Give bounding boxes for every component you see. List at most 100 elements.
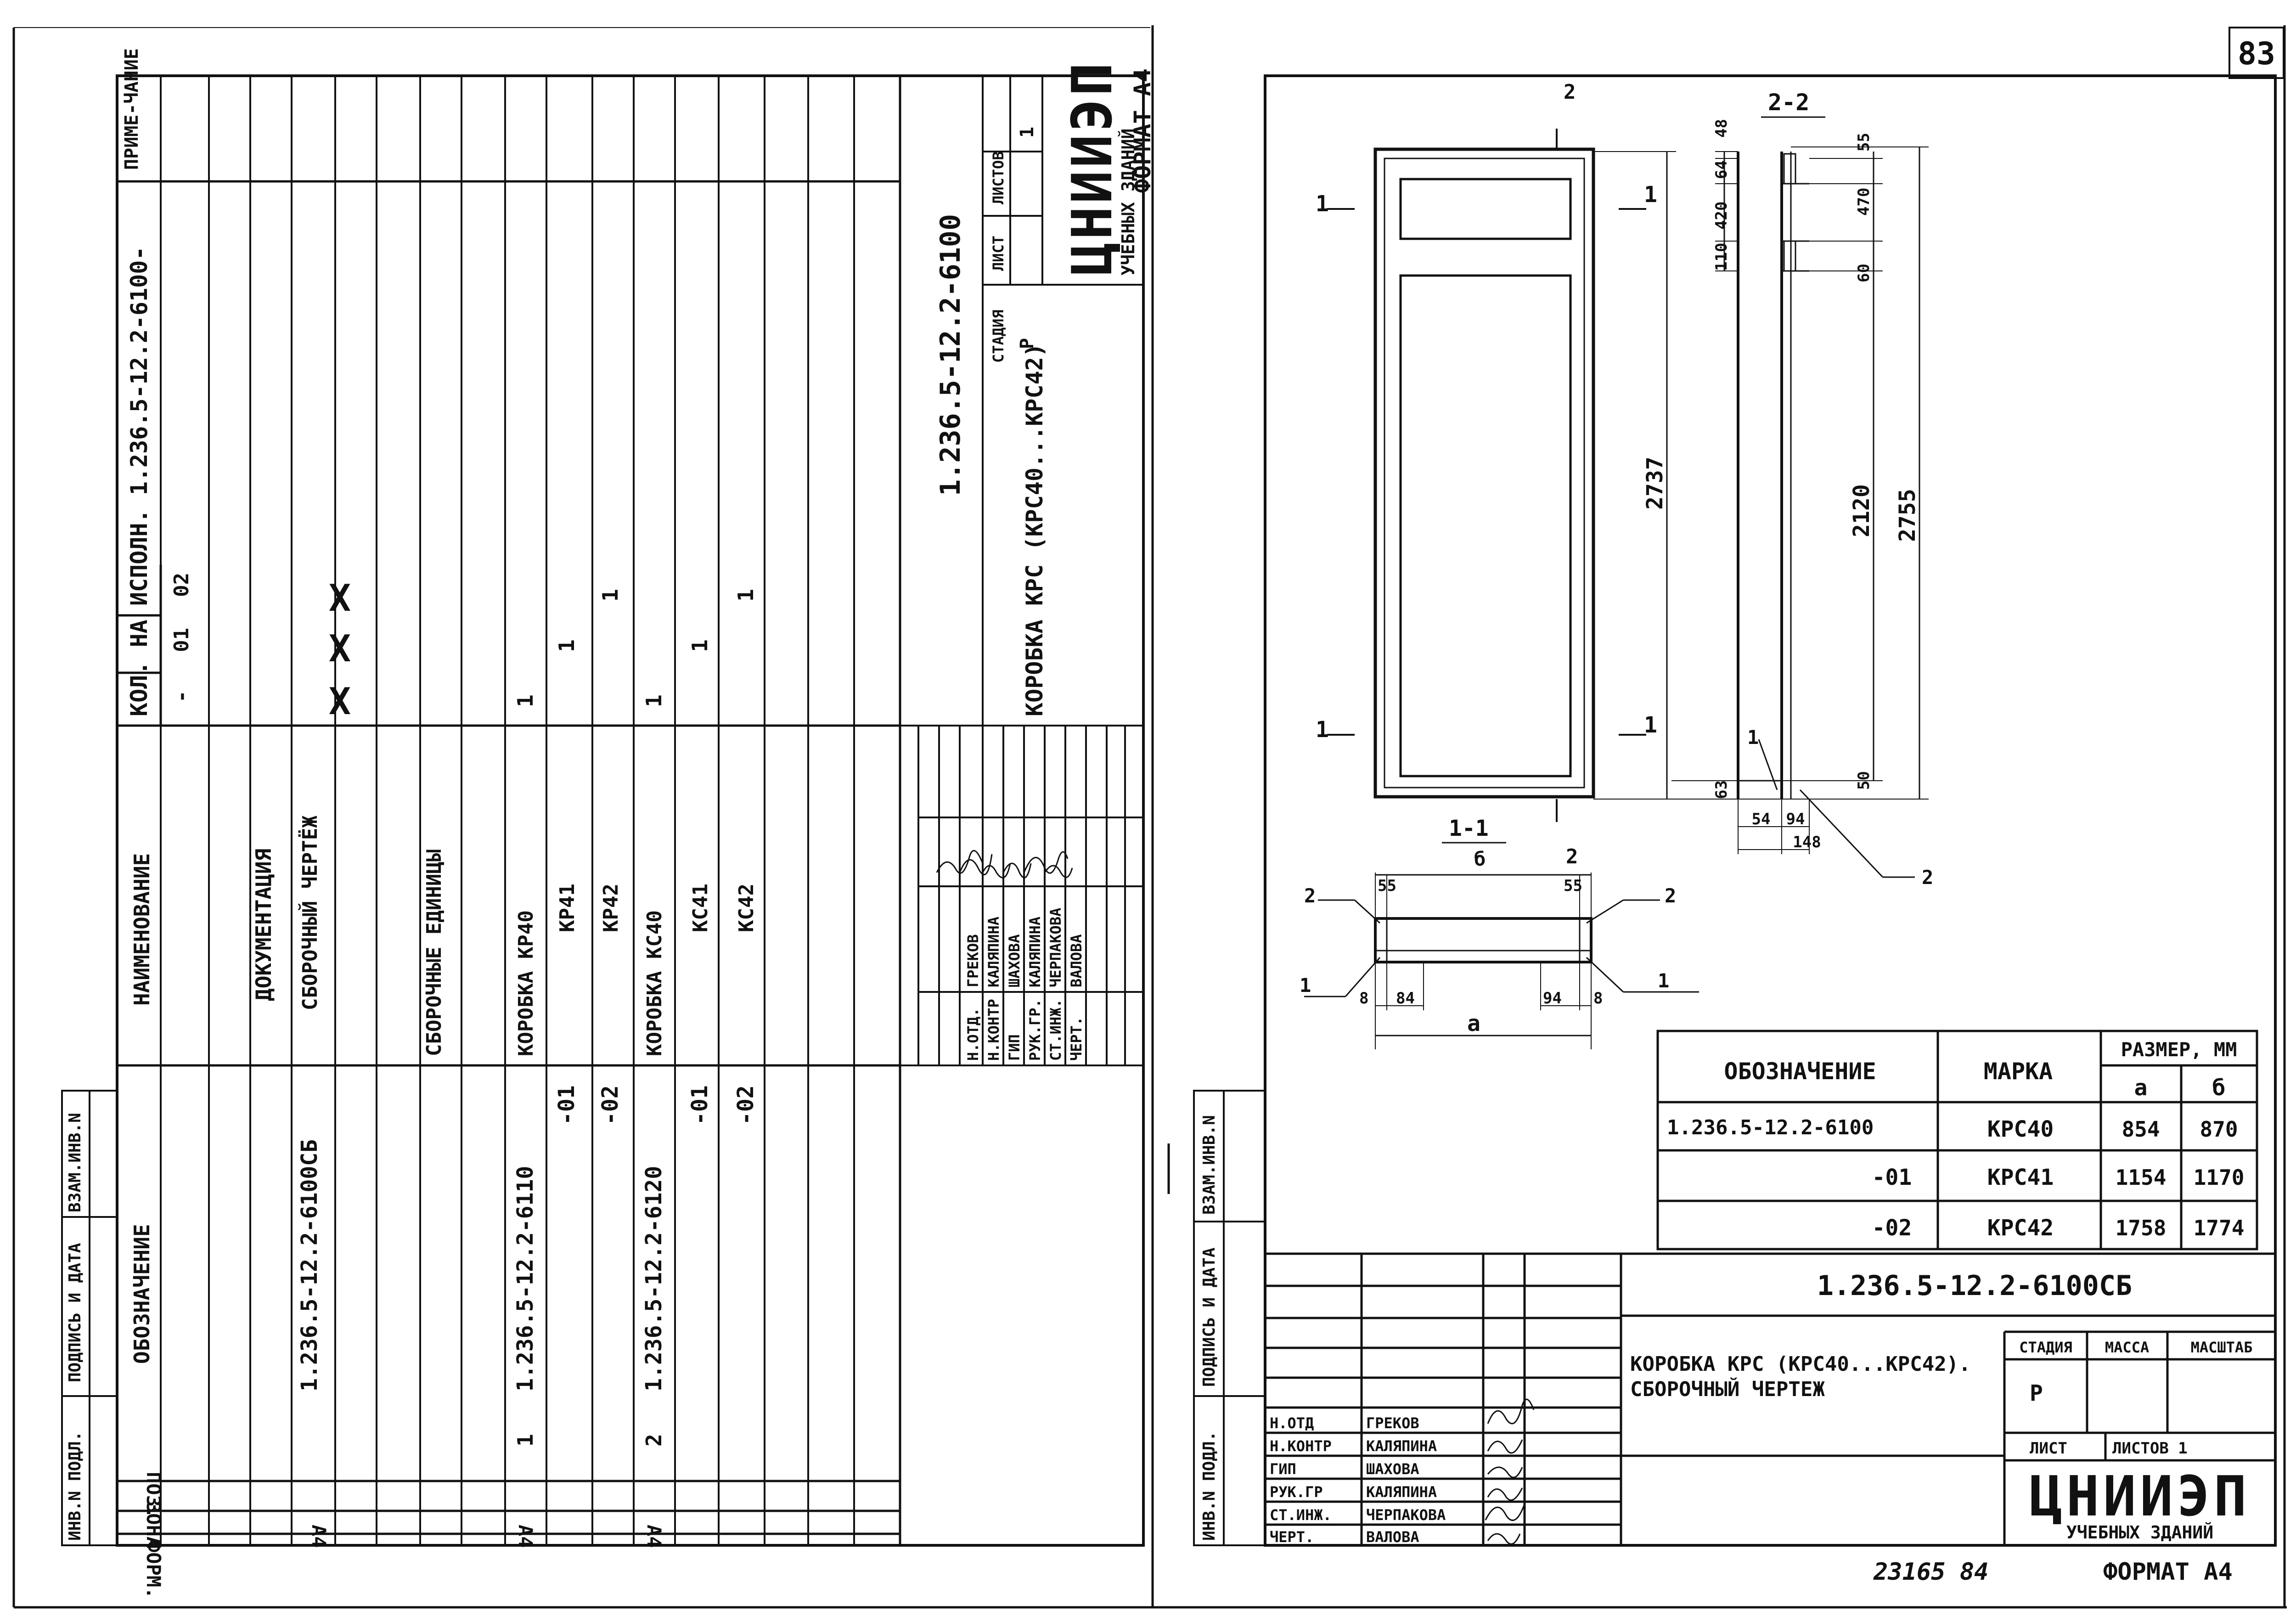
main-title-scale-label: МАСШТАБ <box>2191 1339 2253 1356</box>
section-2-2-title: 2-2 <box>1768 89 1809 116</box>
spec-row-4-designation: 1.236.5-12.2-6110 <box>512 1166 538 1391</box>
spec-row-7-designation: 1.236.5-12.2-6120 <box>641 1166 667 1391</box>
leader-2-side: 2 <box>1922 866 1933 889</box>
leader-2-plan-right: 2 <box>1665 884 1676 907</box>
dim-plan-8-right: 8 <box>1593 989 1603 1008</box>
spec-person-role-2: Н.КОНТР <box>985 999 1002 1061</box>
dim-110: 110 <box>1712 243 1731 271</box>
section-mark-2-bottom: 2 <box>1566 845 1578 868</box>
spec-header-qty-col-0: - <box>170 691 193 703</box>
size-table-header-designation: ОБОЗНАЧЕНИЕ <box>1724 1058 1876 1085</box>
spec-row-9-designation: -02 <box>733 1085 759 1125</box>
size-table-row-3-mark: КРС42 <box>1987 1215 2054 1241</box>
section-2-2 <box>1671 146 1929 878</box>
leader-1-plan-left: 1 <box>1300 974 1311 997</box>
main-person-role-1: Н.ОТД <box>1270 1414 1314 1432</box>
spec-row-9-q2: 1 <box>733 589 758 602</box>
main-title-line1: КОРОБКА КРС (КРС40...КРС42). <box>1630 1352 1971 1376</box>
spec-side-label-replace: ВЗАМ.ИНВ.N <box>66 1113 84 1212</box>
spec-header-format: ФОРМ. <box>142 1541 165 1599</box>
main-title-mass-label: МАССА <box>2105 1339 2149 1356</box>
spec-title-block <box>900 76 1143 1066</box>
spec-title-stage-label: СТАДИЯ <box>990 310 1007 363</box>
dim-54: 54 <box>1752 810 1771 828</box>
size-table-row-1-a: 854 <box>2122 1117 2160 1142</box>
dim-plan-55-left: 55 <box>1378 877 1396 895</box>
main-person-name-3: ШАХОВА <box>1366 1460 1419 1478</box>
size-table-row-2-designation: -01 <box>1872 1165 1912 1190</box>
footer-stamp: 23165 84 <box>1873 1558 1988 1586</box>
spec-row-2-q2: X <box>329 577 351 620</box>
section-mark-1-top-right: 1 <box>1644 182 1657 208</box>
main-title-block <box>1265 1252 2275 1545</box>
spec-format-label: ФОРМАТ А4 <box>1129 68 1156 193</box>
spec-title-code: 1.236.5-12.2-6100 <box>934 214 967 496</box>
spec-person-name-5: ЧЕРПАКОВА <box>1047 908 1064 987</box>
spec-header-name: НАИМЕНОВАНИЕ <box>129 853 154 1006</box>
section-mark-2-top: 2 <box>1564 80 1576 104</box>
spec-side-label-inv: ИНВ.N ПОДЛ. <box>66 1431 84 1541</box>
spec-row-3-name: СБОРОЧНЫЕ ЕДИНИЦЫ <box>422 850 446 1056</box>
size-table <box>1656 1030 2258 1250</box>
size-table-row-2-b: 1170 <box>2194 1165 2245 1190</box>
spec-person-name-1: ГРЕКОВ <box>964 934 982 987</box>
size-table-row-2-mark: КРС41 <box>1987 1165 2054 1190</box>
size-table-row-1-b: 870 <box>2200 1117 2238 1142</box>
size-table-row-3-b: 1774 <box>2194 1216 2245 1240</box>
section-mark-1-bottom-left: 1 <box>1316 717 1329 743</box>
dim-plan-a: a <box>1467 1011 1480 1036</box>
main-title-org-sub: УЧЕБНЫХ ЗДАНИЙ <box>2066 1522 2213 1543</box>
spec-row-2-q1: X <box>329 627 351 670</box>
main-side-label-replace: ВЗАМ.ИНВ.N <box>1200 1115 1219 1215</box>
dim-94: 94 <box>1786 810 1805 828</box>
spec-side-label-sign: ПОДПИСЬ И ДАТА <box>66 1243 84 1382</box>
main-title-stage: Р <box>2030 1380 2043 1406</box>
main-side-label-inv: ИНВ.N ПОДЛ. <box>1200 1431 1219 1541</box>
spec-title-sheets: 1 <box>1017 127 1038 138</box>
main-person-name-6: ВАЛОВА <box>1366 1528 1419 1546</box>
main-person-role-6: ЧЕРТ. <box>1270 1528 1314 1546</box>
spec-person-role-1: Н.ОТД. <box>964 1008 982 1061</box>
main-person-name-2: КАЛЯПИНА <box>1366 1437 1437 1455</box>
spec-row-4-format: А4 <box>514 1525 537 1548</box>
dim-148: 148 <box>1793 833 1821 851</box>
spec-header-designation: ОБОЗНАЧЕНИЕ <box>129 1224 154 1364</box>
spec-header-note: ПРИМЕ-ЧАНИЕ <box>121 48 142 170</box>
dim-2755: 2755 <box>1895 489 1920 542</box>
dim-48: 48 <box>1712 119 1731 138</box>
spec-person-role-6: ЧЕРТ. <box>1068 1017 1085 1061</box>
spec-row-7-format: А4 <box>643 1525 665 1548</box>
spec-header-zone: ЗОНА <box>142 1502 165 1548</box>
main-title-line2: СБОРОЧНЫЙ ЧЕРТЕЖ <box>1630 1377 1825 1401</box>
dim-50: 50 <box>1855 771 1873 790</box>
dim-63: 63 <box>1712 780 1731 799</box>
dim-470: 470 <box>1855 188 1873 216</box>
footer-format: ФОРМАТ А4 <box>2103 1558 2233 1586</box>
size-table-header-mark: МАРКА <box>1984 1058 2053 1085</box>
size-table-row-3-designation: -02 <box>1872 1215 1912 1241</box>
spec-row-2-q0: X <box>329 680 351 723</box>
spec-row-5-q1: 1 <box>554 639 579 652</box>
dim-60: 60 <box>1855 264 1873 282</box>
section-1-1-title: 1-1 <box>1449 816 1489 841</box>
spec-row-9-name: КС42 <box>735 884 758 932</box>
assembly-sheet: 2 2 1 1 1 1 2737 <box>1167 74 2277 1586</box>
dim-plan-94: 94 <box>1543 989 1562 1008</box>
spec-person-role-3: ГИП <box>1006 1034 1023 1061</box>
section-mark-1-top-left: 1 <box>1316 191 1329 217</box>
main-title-stage-label: СТАДИЯ <box>2019 1339 2072 1356</box>
spec-signatures <box>936 850 1073 879</box>
dim-plan-55-right: 55 <box>1564 877 1582 895</box>
spec-row-7-q0: 1 <box>642 694 666 707</box>
spec-header-qty-title: КОЛ. НА ИСПОЛН. 1.236.5-12.2-6100- <box>126 247 152 717</box>
main-person-role-3: ГИП <box>1270 1460 1296 1478</box>
dim-plan-8-left: 8 <box>1359 989 1368 1008</box>
spec-row-1-name: ДОКУМЕНТАЦИЯ <box>251 849 276 1001</box>
size-table-header-a: а <box>2134 1075 2148 1101</box>
spec-person-role-5: СТ.ИНЖ. <box>1047 999 1064 1061</box>
dim-420: 420 <box>1712 202 1731 230</box>
page-number: 83 <box>2238 36 2275 72</box>
main-signatures <box>1485 1398 1535 1545</box>
spec-person-name-3: ШАХОВА <box>1006 934 1023 987</box>
sheet-frame <box>12 25 2287 1609</box>
